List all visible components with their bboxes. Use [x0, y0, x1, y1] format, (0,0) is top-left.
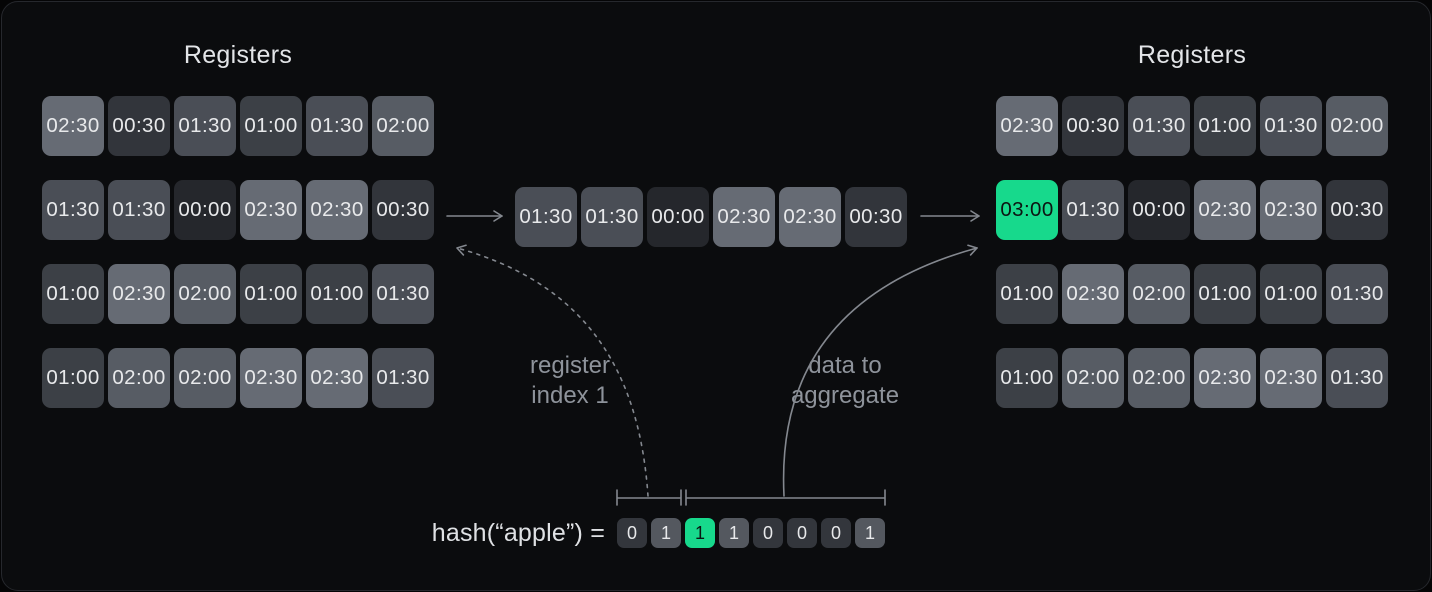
- register-cell: 02:30: [306, 180, 368, 240]
- register-cell: 01:30: [108, 180, 170, 240]
- register-cell: 00:00: [1128, 180, 1190, 240]
- register-cell: 02:00: [174, 264, 236, 324]
- data-to-aggregate-label: data to aggregate: [725, 351, 965, 411]
- register-cell: 01:30: [1128, 96, 1190, 156]
- register-cell: 01:30: [1062, 180, 1124, 240]
- register-cell: 02:30: [108, 264, 170, 324]
- register-cell: 01:30: [306, 96, 368, 156]
- register-cell: 01:00: [42, 264, 104, 324]
- hash-bit: 0: [787, 518, 817, 548]
- register-cell: 01:30: [581, 187, 643, 247]
- register-cell: 02:00: [108, 348, 170, 408]
- register-cell: 01:30: [515, 187, 577, 247]
- register-cell: 02:00: [372, 96, 434, 156]
- register-cell: 01:30: [372, 348, 434, 408]
- hash-bit: 0: [617, 518, 647, 548]
- left-registers-title: Registers: [183, 41, 293, 69]
- data-to-aggregate-label-line1: data to: [808, 352, 882, 379]
- register-cell: 02:00: [1326, 96, 1388, 156]
- register-cell: 02:30: [996, 96, 1058, 156]
- register-cell: 01:00: [996, 264, 1058, 324]
- register-cell: 01:30: [1260, 96, 1322, 156]
- register-cell: 00:30: [1062, 96, 1124, 156]
- register-cell: 00:00: [647, 187, 709, 247]
- register-cell: 01:00: [1194, 96, 1256, 156]
- register-cell: 02:30: [1260, 180, 1322, 240]
- register-cell: 02:30: [306, 348, 368, 408]
- register-cell: 01:00: [240, 264, 302, 324]
- register-index-label: register index 1: [450, 351, 690, 411]
- register-index-label-line2: index 1: [531, 382, 609, 409]
- register-cell: 01:00: [1194, 264, 1256, 324]
- register-cell: 01:00: [1260, 264, 1322, 324]
- register-cell: 02:00: [174, 348, 236, 408]
- register-cell: 02:30: [779, 187, 841, 247]
- register-cell: 02:30: [240, 180, 302, 240]
- register-cell: 00:30: [1326, 180, 1388, 240]
- hash-bit: 1: [719, 518, 749, 548]
- register-cell: 00:30: [372, 180, 434, 240]
- register-cell: 00:00: [174, 180, 236, 240]
- register-cell: 01:30: [42, 180, 104, 240]
- register-cell: 02:30: [42, 96, 104, 156]
- data-to-aggregate-label-line2: aggregate: [790, 382, 900, 409]
- register-cell: 01:30: [174, 96, 236, 156]
- register-cell: 02:00: [1128, 348, 1190, 408]
- hash-bit-highlighted: 1: [685, 518, 715, 548]
- register-index-label-line1: register: [529, 352, 611, 379]
- right-registers-title: Registers: [1137, 41, 1247, 69]
- register-cell: 01:30: [372, 264, 434, 324]
- register-cell: 01:00: [996, 348, 1058, 408]
- register-cell: 02:30: [1194, 180, 1256, 240]
- register-cell: 02:30: [1260, 348, 1322, 408]
- hash-bit: 1: [855, 518, 885, 548]
- register-cell-updated: 03:00: [996, 180, 1058, 240]
- register-cell: 01:00: [306, 264, 368, 324]
- register-cell: 01:30: [1326, 264, 1388, 324]
- hash-bit: 1: [651, 518, 681, 548]
- register-cell: 01:00: [42, 348, 104, 408]
- register-cell: 02:00: [1062, 348, 1124, 408]
- register-cell: 02:30: [1194, 348, 1256, 408]
- register-cell: 00:30: [108, 96, 170, 156]
- register-cell: 01:30: [1326, 348, 1388, 408]
- hash-bit: 0: [753, 518, 783, 548]
- register-cell: 02:30: [713, 187, 775, 247]
- register-cell: 02:30: [1062, 264, 1124, 324]
- hash-bit: 0: [821, 518, 851, 548]
- register-cell: 01:00: [240, 96, 302, 156]
- register-cell: 02:00: [1128, 264, 1190, 324]
- register-cell: 02:30: [240, 348, 302, 408]
- register-cell: 00:30: [845, 187, 907, 247]
- hash-expression-label: hash(“apple”) =: [431, 519, 605, 547]
